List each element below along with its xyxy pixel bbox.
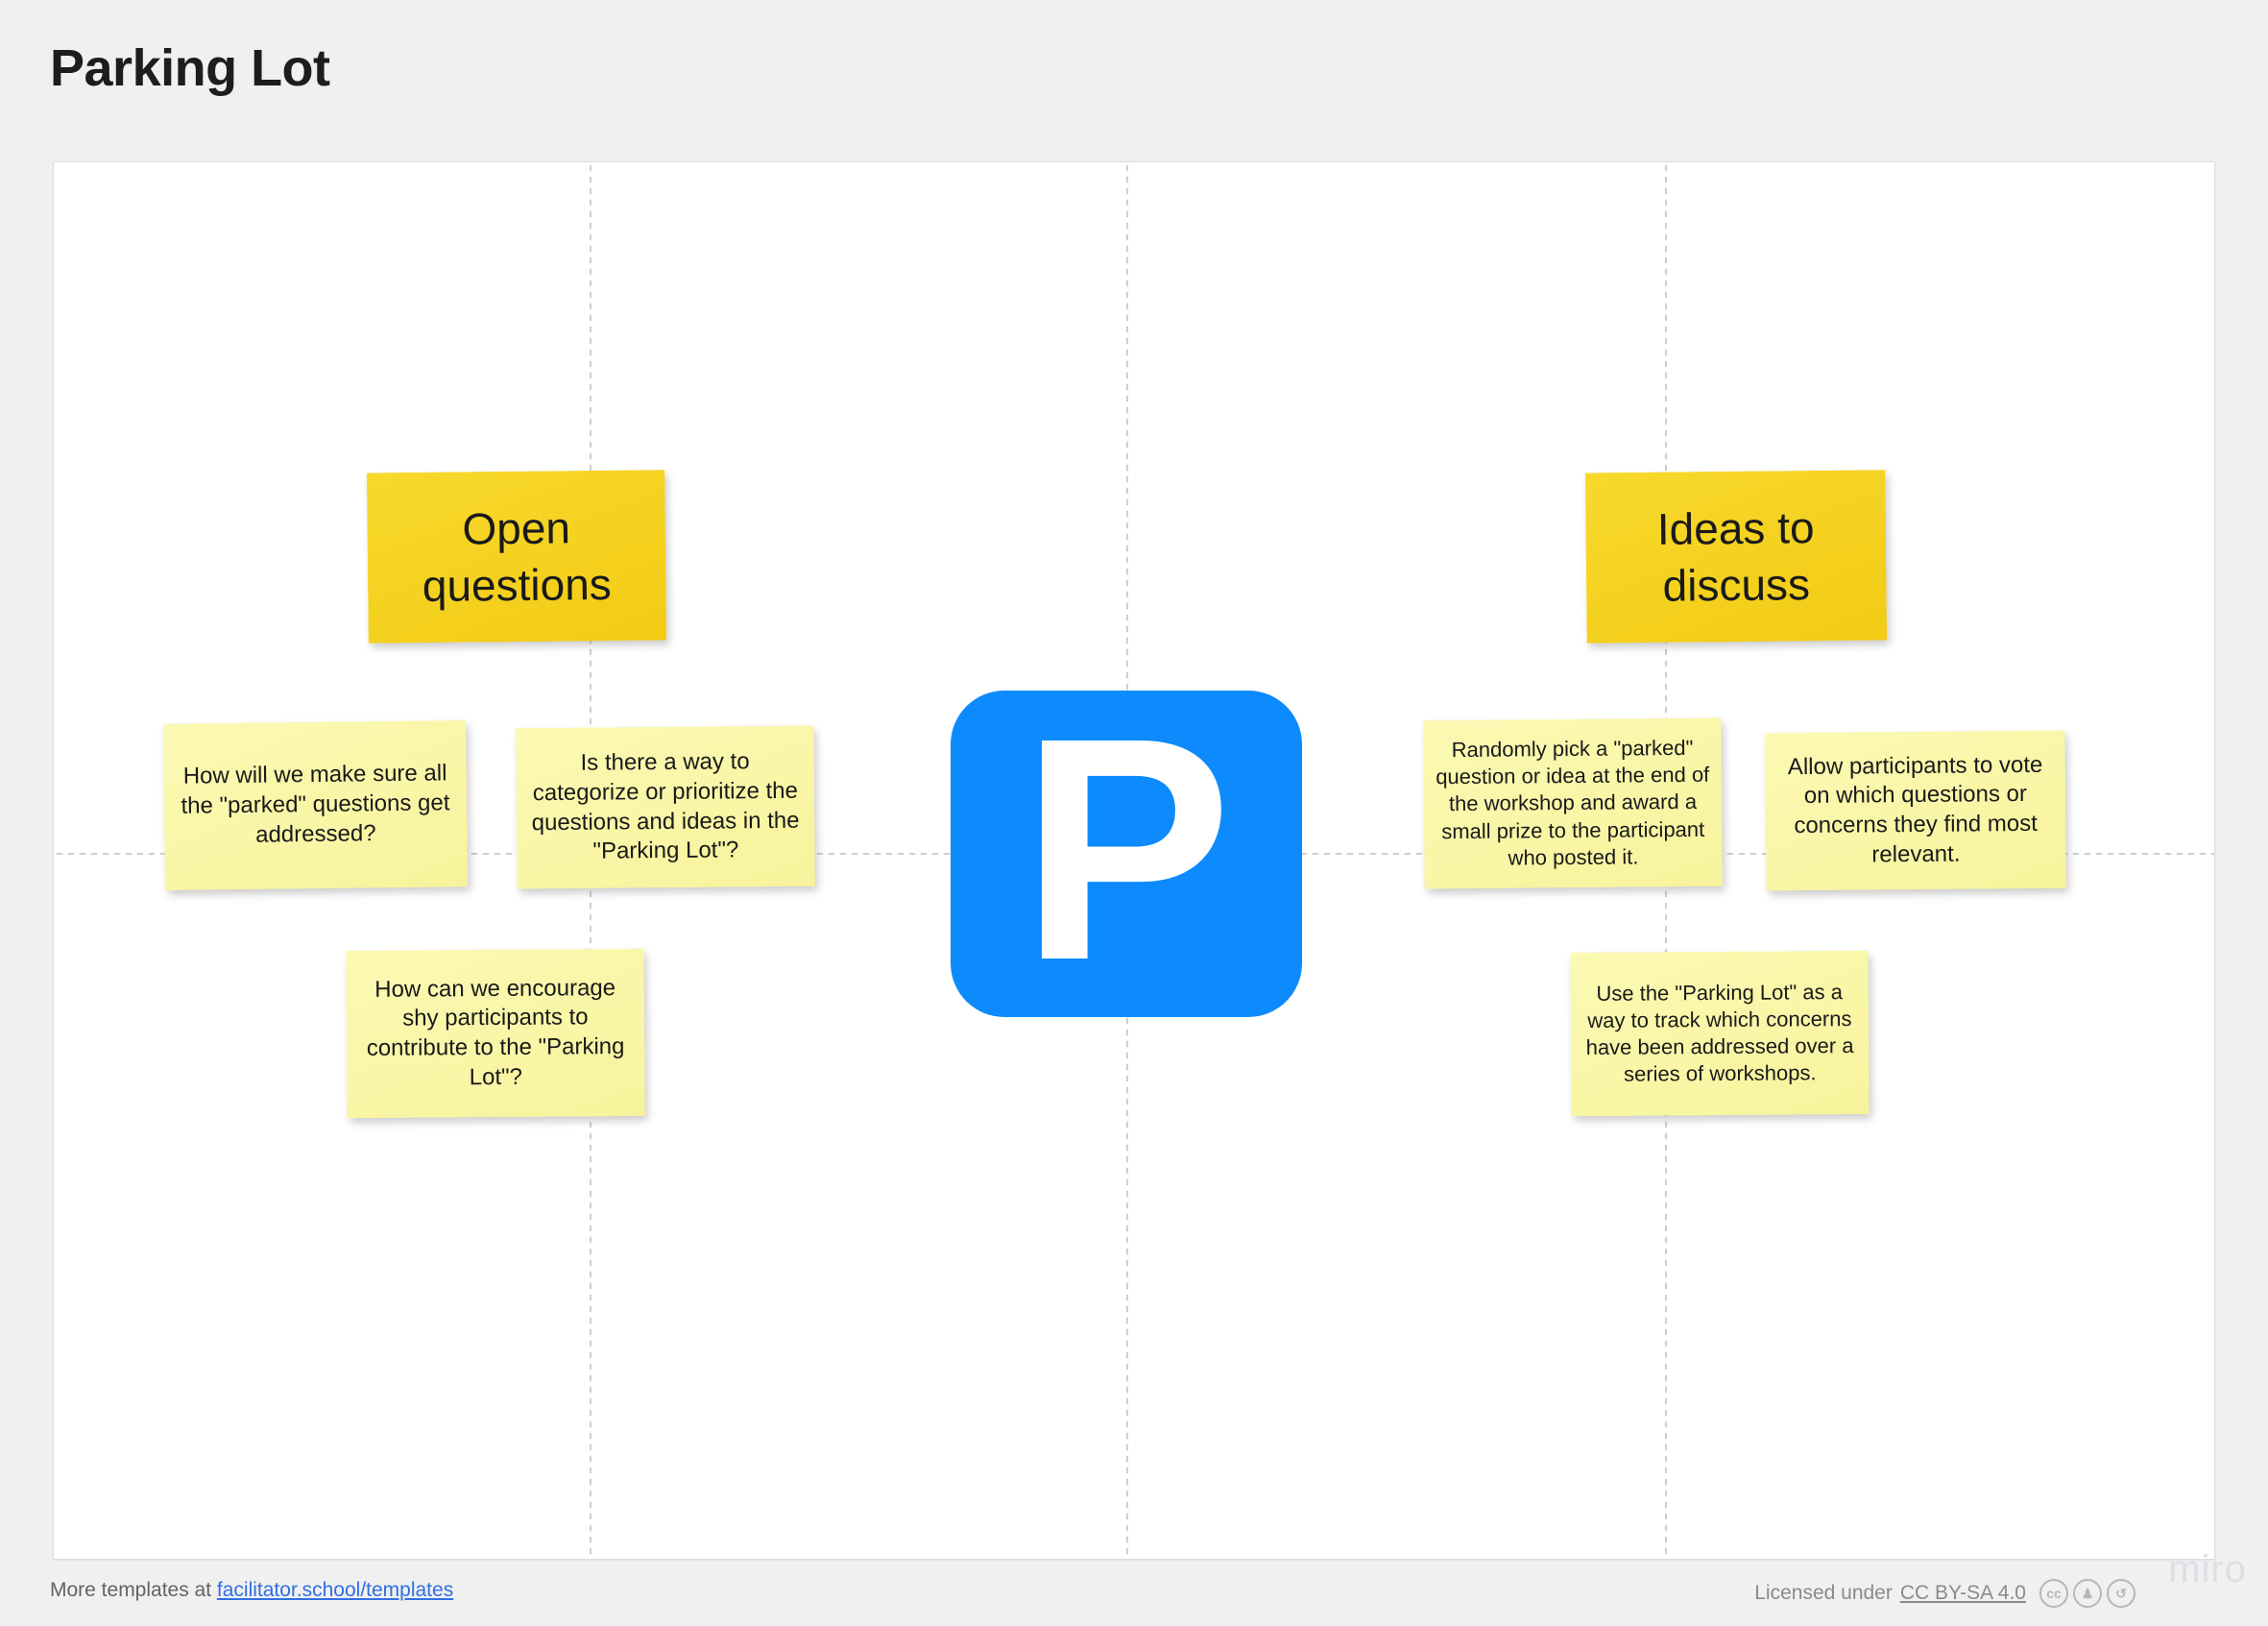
column-header-open-questions[interactable]: Open questions: [367, 470, 666, 643]
parking-logo-letter: P: [1020, 671, 1233, 1027]
note-text: Open questions: [422, 502, 613, 611]
note-text: Ideas to discuss: [1656, 501, 1815, 611]
note-text: Use the "Parking Lot" as a way to track …: [1585, 979, 1854, 1086]
footer-templates-link[interactable]: facilitator.school/templates: [216, 1579, 454, 1601]
sticky-note-open-3[interactable]: How can we encourage shy participants to…: [346, 948, 645, 1119]
share-alike-arrow-icon: ↺: [2107, 1579, 2135, 1608]
sticky-note-open-2[interactable]: Is there a way to categorize or prioriti…: [516, 725, 815, 889]
license-link[interactable]: CC BY-SA 4.0: [1899, 1582, 2026, 1604]
creative-commons-icon: cc: [2039, 1579, 2068, 1608]
note-text: How can we encourage shy participants to…: [366, 974, 625, 1090]
miro-watermark: miro: [2168, 1548, 2247, 1590]
footer-templates-prefix: More templates at: [50, 1579, 217, 1601]
note-text: How will we make sure all the "parked" q…: [181, 760, 450, 848]
sticky-note-idea-2[interactable]: Allow participants to vote on which ques…: [1765, 730, 2066, 891]
board-canvas[interactable]: Open questions How will we make sure all…: [53, 161, 2215, 1560]
column-header-ideas-to-discuss[interactable]: Ideas to discuss: [1585, 470, 1887, 643]
footer-license: Licensed under CC BY-SA 4.0 cc ♟ ↺: [1754, 1579, 2135, 1608]
sticky-note-idea-3[interactable]: Use the "Parking Lot" as a way to track …: [1570, 950, 1870, 1117]
parking-logo-icon: P: [951, 691, 1302, 1017]
note-text: Allow participants to vote on which ques…: [1787, 751, 2043, 868]
note-text: Is there a way to categorize or prioriti…: [531, 748, 800, 864]
attribution-person-icon: ♟: [2073, 1579, 2102, 1608]
sticky-note-idea-1[interactable]: Randomly pick a "parked" question or ide…: [1423, 717, 1723, 889]
license-prefix: Licensed under: [1754, 1582, 1893, 1604]
note-text: Randomly pick a "parked" question or ide…: [1436, 736, 1710, 870]
sticky-note-open-1[interactable]: How will we make sure all the "parked" q…: [162, 720, 469, 890]
page-title: Parking Lot: [50, 39, 330, 97]
footer-templates: More templates at facilitator.school/tem…: [50, 1579, 453, 1602]
cc-badge-group: cc ♟ ↺: [2039, 1579, 2135, 1608]
